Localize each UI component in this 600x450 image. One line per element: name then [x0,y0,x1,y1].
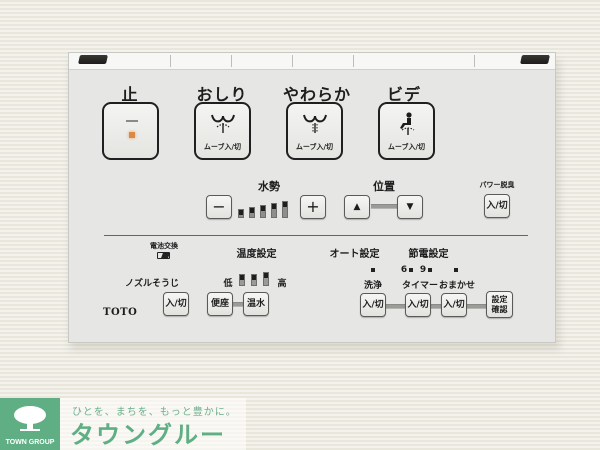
panel-top-strip [69,53,555,70]
temp-high-label: 高 [277,279,287,289]
temp-level-1 [239,274,245,286]
panel-face: 止 おしり やわらか ビデ ムーブ入/切 ムーブ入/切 [69,70,555,344]
town-group-logo: TOWN GROUP [0,398,60,450]
battery-replace-label: 電池交換 [150,242,178,250]
arrow-up-icon: ▲ [353,202,361,212]
remote-control-panel: 止 おしり やわらか ビデ ムーブ入/切 ムーブ入/切 [68,52,556,343]
power-deodorize-button-label: 入/切 [486,201,508,211]
nozzle-clean-label: ノズルそうじ [124,279,179,289]
power-saving-connector [384,304,494,309]
wash-label: 洗浄 [363,281,382,291]
oshiri-label: おしり [196,85,248,104]
temperature-setting-label: 温度設定 [236,249,277,260]
wash-indicator-dot [371,268,375,272]
town-group-tagline: ひとを、まちを、もっと豊かに。 [72,407,237,418]
timer-six-label: 6 [400,265,408,275]
bidet-label: ビデ [386,85,421,104]
timer-nine-label: 9 [419,265,427,275]
bidet-person-icon [399,112,414,135]
auto-wash-button[interactable]: 入/切 [360,293,386,317]
mount-latch-left [78,55,108,64]
battery-icon [157,252,170,259]
stop-indicator-line [126,120,138,122]
bidet-move-label: ムーブ入/切 [387,143,426,151]
seat-temp-button[interactable]: 便座 [207,292,233,316]
bidet-button[interactable]: ムーブ入/切 [378,102,435,160]
position-label: 位置 [373,180,395,193]
auto-setting-label: オート設定 [329,249,380,260]
town-group-banner: ひとを、まちを、もっと豊かに。 タウングループ [60,398,246,450]
town-group-name: TOWN GROUP [5,439,55,446]
pressure-level-4 [271,203,277,218]
water-temp-button-label: 温水 [246,299,265,309]
temp-level-3 [263,272,269,286]
plus-icon: + [306,197,320,216]
timer-button-label: 入/切 [407,300,429,310]
timer-label: タイマー [402,281,439,291]
minus-icon: − [212,197,226,216]
soft-wash-icon [302,114,327,133]
nozzle-clean-button[interactable]: 入/切 [163,292,189,316]
settings-confirm-button-label: 設定確認 [491,294,508,314]
pressure-level-5 [282,201,288,218]
water-pressure-minus-button[interactable]: − [206,195,232,219]
stop-label: 止 [121,85,139,104]
oshiri-button[interactable]: ムーブ入/切 [194,102,251,160]
omakase-button[interactable]: 入/切 [441,293,467,317]
omakase-dot [454,268,458,272]
pressure-level-1 [238,209,244,218]
timer-six-dot [409,268,413,272]
toto-logo: TOTO [103,307,138,318]
water-temp-button[interactable]: 温水 [243,292,269,316]
pressure-level-3 [260,205,266,218]
yawaraka-label: やわらか [282,85,351,104]
power-deodorize-label: パワー脱臭 [479,181,515,189]
oshiri-move-label: ムーブ入/切 [203,143,242,151]
stop-button[interactable] [102,102,159,160]
nozzle-clean-button-label: 入/切 [165,299,187,309]
rear-wash-icon [210,114,235,133]
position-down-button[interactable]: ▼ [397,195,423,219]
mount-latch-right [520,55,550,64]
seat-temp-button-label: 便座 [210,299,229,309]
timer-button[interactable]: 入/切 [405,293,431,317]
arrow-down-icon: ▼ [406,202,414,212]
settings-confirm-button[interactable]: 設定確認 [486,291,513,318]
water-pressure-label: 水勢 [258,180,280,193]
water-pressure-plus-button[interactable]: + [300,195,326,219]
yawaraka-move-label: ムーブ入/切 [295,143,334,151]
pressure-level-2 [249,207,255,218]
section-divider [104,235,528,236]
town-group-title: タウングループ [70,421,226,449]
power-deodorize-button[interactable]: 入/切 [484,194,510,218]
power-saving-label: 節電設定 [408,249,449,260]
position-connector [371,204,399,209]
omakase-button-label: 入/切 [443,300,465,310]
temp-connector [231,302,247,307]
omakase-label: おまかせ [438,281,475,291]
temp-level-2 [251,274,257,286]
position-up-button[interactable]: ▲ [344,195,370,219]
tree-icon [14,406,46,431]
stop-led-icon [129,132,135,138]
temp-low-label: 低 [223,279,233,289]
auto-wash-button-label: 入/切 [362,300,384,310]
yawaraka-button[interactable]: ムーブ入/切 [286,102,343,160]
timer-nine-dot [428,268,432,272]
